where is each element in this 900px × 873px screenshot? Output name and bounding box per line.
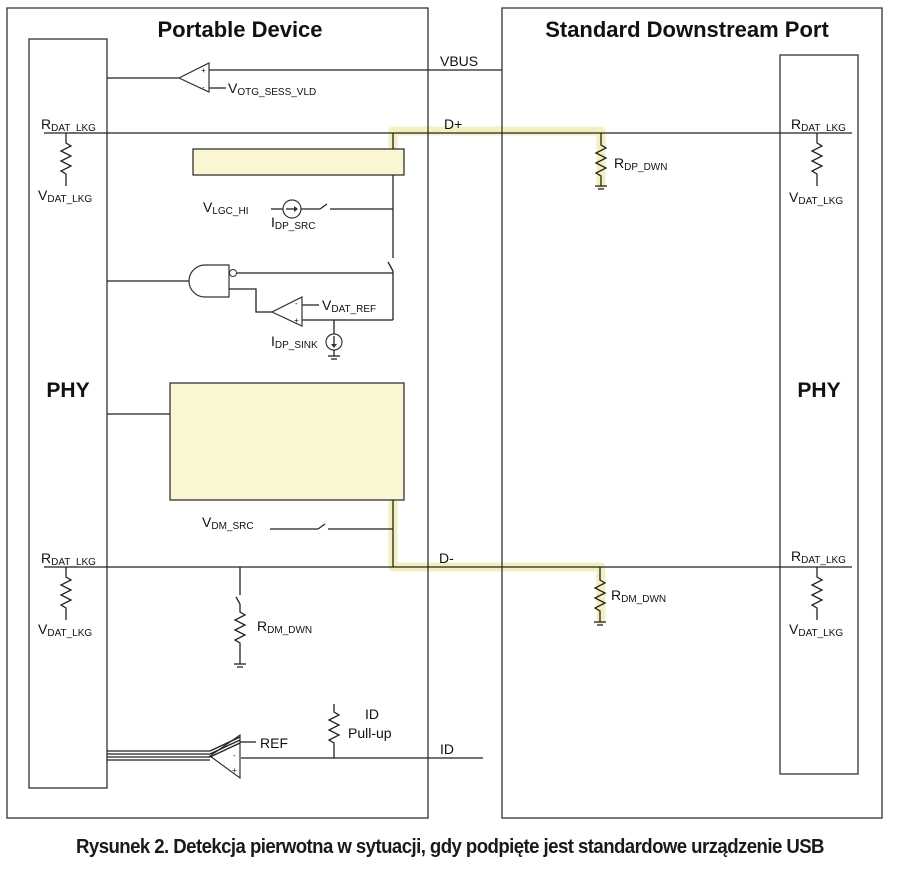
v-otg-sess-vld-label: VOTG_SESS_VLD bbox=[228, 80, 316, 98]
i-dp-src-label: IDP_SRC bbox=[271, 214, 315, 232]
left-phy-label: PHY bbox=[46, 379, 89, 402]
current-arrow-head bbox=[294, 206, 298, 212]
ref-label: REF bbox=[260, 735, 288, 751]
downstream-port-block bbox=[501, 7, 883, 819]
vdat-comparator-plus: + bbox=[294, 316, 299, 325]
id-comparator bbox=[208, 733, 241, 780]
id-pullup-resistor bbox=[327, 704, 341, 758]
right-v-dat-lkg-top-label: VDAT_LKG bbox=[789, 189, 843, 207]
comparator-plus-sign: + bbox=[201, 66, 206, 75]
left-r-dat-lkg-top-label: RDAT_LKG bbox=[41, 116, 96, 134]
right-r-dat-lkg-top-label: RDAT_LKG bbox=[791, 116, 846, 134]
vbus-label: VBUS bbox=[440, 53, 478, 69]
r-dm-dwn-left-label: RDM_DWN bbox=[257, 618, 312, 636]
left-phy-block bbox=[28, 38, 108, 789]
portable-device-block bbox=[6, 7, 429, 819]
v-lgc-hi-label: VLGC_HI bbox=[203, 199, 248, 217]
vdat-comparator-minus: - bbox=[295, 299, 298, 308]
id-comparator-bus bbox=[107, 750, 210, 761]
vdm-src-switch bbox=[317, 523, 326, 530]
main-detection-block bbox=[169, 382, 405, 501]
r-dm-dwn-left-switch bbox=[235, 596, 241, 605]
top-detection-block bbox=[192, 148, 405, 176]
and-gate-inverter-bubble bbox=[229, 269, 237, 277]
left-r-dat-lkg-bottom-label: RDAT_LKG bbox=[41, 550, 96, 568]
comparator-minus-sign: - bbox=[202, 83, 205, 92]
r-dm-dwn-right-resistor bbox=[593, 567, 607, 622]
r-dm-dwn-left-resistor bbox=[233, 604, 247, 664]
right-phy-label: PHY bbox=[797, 379, 840, 402]
right-r-dat-lkg-bottom-label: RDAT_LKG bbox=[791, 548, 846, 566]
r-dp-dwn-resistor bbox=[594, 133, 608, 186]
and-gate-input-b-wire bbox=[229, 288, 272, 313]
id-comparator-stack-lines bbox=[209, 736, 241, 758]
vbus-comparator bbox=[177, 62, 210, 93]
downstream-port-title: Standard Downstream Port bbox=[545, 17, 829, 42]
r-dp-dwn-label: RDP_DWN bbox=[614, 155, 667, 173]
left-leak-resistor-bottom bbox=[59, 567, 73, 620]
dminus-highlight-path bbox=[388, 497, 606, 625]
r-dm-dwn-right-label: RDM_DWN bbox=[611, 587, 666, 605]
vdat-ref-comparator bbox=[270, 296, 303, 327]
dplus-highlight-path bbox=[388, 126, 606, 190]
v-dm-src-label: VDM_SRC bbox=[202, 514, 254, 532]
right-leak-resistor-bottom bbox=[810, 567, 824, 620]
id-comparator-plus: + bbox=[232, 766, 237, 775]
right-phy-block bbox=[779, 54, 859, 775]
right-v-dat-lkg-bottom-label: VDAT_LKG bbox=[789, 621, 843, 639]
right-leak-resistor-top bbox=[810, 133, 824, 186]
dminus-label: D- bbox=[439, 550, 454, 566]
and-gate bbox=[188, 264, 230, 298]
id-comparator-minus: - bbox=[233, 751, 236, 760]
idp-src-switch bbox=[319, 203, 328, 210]
dplus-label: D+ bbox=[444, 116, 462, 132]
left-v-dat-lkg-top-label: VDAT_LKG bbox=[38, 187, 92, 205]
v-dat-ref-label: VDAT_REF bbox=[322, 297, 376, 315]
figure-caption: Rysunek 2. Detekcja pierwotna w sytuacji… bbox=[76, 836, 824, 858]
left-v-dat-lkg-bottom-label: VDAT_LKG bbox=[38, 621, 92, 639]
id-pullup-label-line1: ID bbox=[365, 706, 379, 722]
sink-switch bbox=[387, 261, 394, 272]
id-label: ID bbox=[440, 741, 454, 757]
left-leak-resistor-top bbox=[59, 133, 73, 186]
sink-arrow-head bbox=[331, 344, 337, 348]
id-pullup-label-line2: Pull-up bbox=[348, 725, 392, 741]
i-dp-sink-label: IDP_SINK bbox=[271, 333, 318, 351]
portable-device-title: Portable Device bbox=[157, 17, 322, 42]
